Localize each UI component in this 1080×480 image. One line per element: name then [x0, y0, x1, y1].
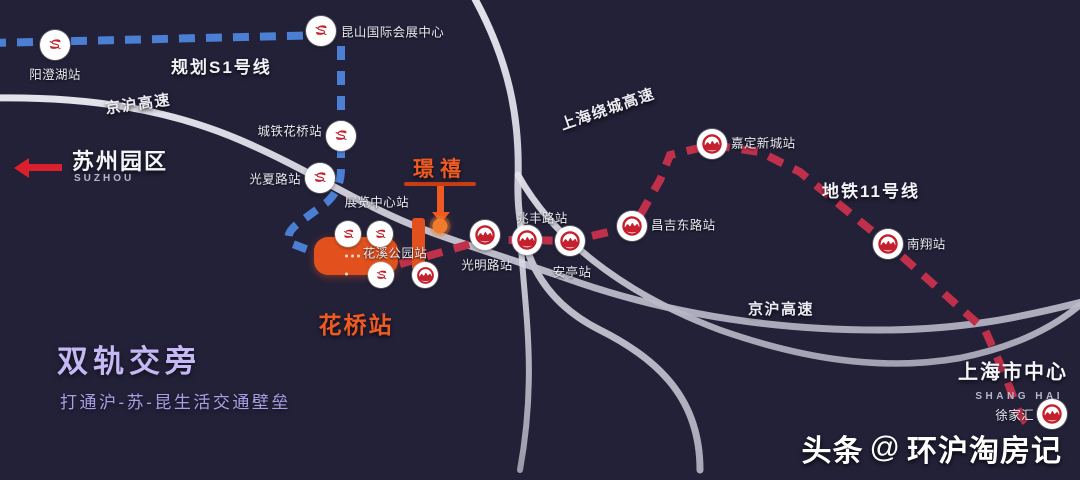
- station-icon-kunshan-expo[interactable]: [306, 16, 336, 46]
- station-icon-changjidonglu[interactable]: [617, 211, 647, 241]
- interchange-label-huaqiao: 花桥站: [318, 312, 394, 338]
- station-label-chengtie-huaqiao: 城铁花桥站: [257, 124, 322, 139]
- metro-icon: [474, 224, 496, 246]
- station-label-zhaofenglu: 兆丰路站: [516, 211, 568, 226]
- slogan-headline: 双轨交旁: [57, 344, 201, 379]
- metro-icon: [1041, 403, 1063, 425]
- s-rail-icon: [339, 225, 357, 243]
- slogan-subline: 打通沪-苏-昆生活交通壁垒: [60, 393, 291, 412]
- station-label-nanxiang: 南翔站: [907, 237, 946, 252]
- station-icon-chengtie-huaqiao[interactable]: [326, 121, 356, 151]
- station-label-anting: 安亭站: [552, 265, 592, 280]
- station-label-changjidonglu: 昌吉东路站: [651, 218, 716, 233]
- station-label-exhibition-center: 展览中心站: [344, 195, 409, 210]
- highway-label-jinghu-west: 京沪高速: [104, 91, 173, 118]
- s-rail-icon: [371, 225, 389, 243]
- direction-pinyin-shanghai: SHANG HAI: [975, 391, 1063, 402]
- station-icon-exhibition-center[interactable]: [335, 221, 361, 247]
- station-label-guangxialu: 光夏路站: [249, 172, 301, 187]
- station-icon-guangxialu[interactable]: [305, 163, 335, 193]
- station-label-xujiahui: 徐家汇: [995, 408, 1034, 423]
- watermark-at-symbol: @: [869, 431, 901, 464]
- station-icon-jiadingxincheng[interactable]: [697, 129, 727, 159]
- metro-icon: [701, 133, 723, 155]
- suzhou-arrow-icon: [14, 157, 62, 178]
- station-icon-nanxiang[interactable]: [873, 229, 903, 259]
- project-location-dot[interactable]: [432, 218, 448, 234]
- s-rail-icon: [310, 20, 332, 42]
- station-label-yangchenghu: 阳澄湖站: [29, 68, 81, 82]
- metro-icon: [621, 215, 643, 237]
- station-label-guangminglu: 光明路站: [461, 258, 513, 273]
- station-icon-yangchenghu[interactable]: [40, 30, 70, 60]
- metro-icon: [416, 266, 434, 284]
- s-rail-icon: [44, 34, 66, 56]
- direction-label-shanghai: 上海市中心: [958, 361, 1068, 384]
- line-label-s1: 规划S1号线: [171, 58, 272, 77]
- s-rail-icon: [372, 266, 390, 284]
- station-icon-huaqiao-metro[interactable]: [412, 262, 438, 288]
- watermark-account: 环沪淘房记: [907, 435, 1062, 468]
- station-icon-huaqiao-rail[interactable]: [368, 262, 394, 288]
- metro-icon: [559, 230, 581, 252]
- direction-pinyin-suzhou: SUZHOU: [74, 173, 135, 184]
- s-rail-icon: [330, 125, 352, 147]
- metro11-line-path: [398, 140, 1036, 433]
- station-icon-guangminglu[interactable]: [470, 220, 500, 250]
- metro-icon: [516, 229, 538, 251]
- station-icon-anting[interactable]: [555, 226, 585, 256]
- station-label-jiadingxincheng: 嘉定新城站: [731, 136, 796, 151]
- highway-label-jinghu-east: 京沪高速: [748, 301, 815, 318]
- direction-label-suzhou: 苏州园区: [72, 149, 169, 174]
- station-label-huaxi-park: 花溪公园站: [362, 246, 428, 261]
- s-rail-icon: [309, 167, 331, 189]
- watermark: 头条 @ 环沪淘房记: [802, 426, 1062, 470]
- project-label: 璟禧: [413, 158, 467, 181]
- watermark-prefix: 头条: [801, 435, 864, 468]
- station-icon-zhaofenglu[interactable]: [512, 225, 542, 255]
- station-icon-xujiahui[interactable]: [1037, 399, 1067, 429]
- highway-label-shanghai-ring: 上海绕城高速: [558, 85, 658, 134]
- highway-ring-branch-path: [514, 171, 1080, 367]
- project-arrow-icon: [431, 186, 450, 223]
- metro-icon: [877, 233, 899, 255]
- highway-ring-path: [471, 0, 704, 474]
- line-label-metro11: 地铁11号线: [822, 182, 920, 201]
- station-label-kunshan-expo: 昆山国际会展中心: [341, 25, 445, 40]
